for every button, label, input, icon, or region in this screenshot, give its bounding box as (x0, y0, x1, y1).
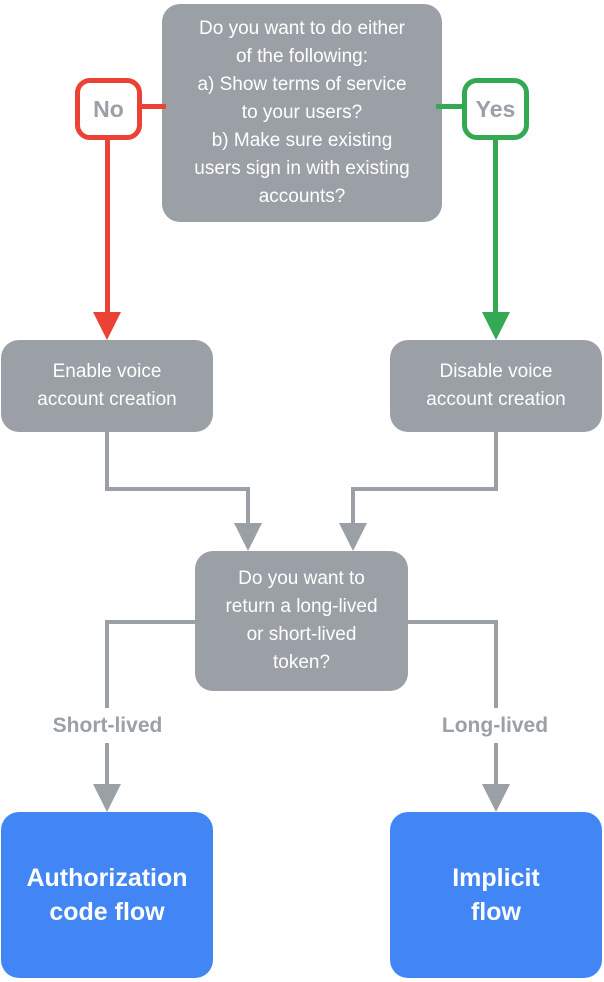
short-lived-vertical-line (105, 620, 109, 784)
question-node-terms-of-service: Do you want to do either of the followin… (162, 4, 442, 222)
yes-badge: Yes (462, 78, 529, 140)
disable-out-vertical-line (494, 432, 498, 491)
yes-branch-vertical-line (493, 140, 498, 314)
yes-branch-horizontal-line (436, 104, 464, 109)
disable-out-horizontal-line (351, 487, 498, 491)
disable-into-question-arrow-down-icon (339, 523, 367, 551)
enable-into-question-arrow-down-icon (234, 523, 262, 551)
long-lived-arrow-down-icon (482, 784, 510, 812)
disable-voice-account-creation-node: Disable voice account creation (390, 340, 602, 432)
authorization-code-flow-node: Authorization code flow (1, 812, 213, 978)
short-lived-horizontal-line (105, 620, 196, 624)
enable-voice-account-creation-node: Enable voice account creation (1, 340, 213, 432)
long-lived-vertical-line (494, 620, 498, 784)
short-lived-edge-label: Short-lived (23, 708, 192, 743)
long-lived-edge-label: Long-lived (410, 708, 580, 743)
long-lived-horizontal-line (407, 620, 498, 624)
yes-branch-arrow-down-icon (482, 312, 510, 340)
enable-into-question-vertical-line (246, 487, 250, 525)
implicit-flow-node: Implicit flow (390, 812, 602, 978)
question-node-token-lifetime: Do you want to return a long-lived or sh… (195, 551, 408, 691)
no-branch-arrow-down-icon (93, 312, 121, 340)
short-lived-arrow-down-icon (93, 784, 121, 812)
no-branch-horizontal-line (138, 104, 166, 109)
enable-out-horizontal-line (105, 487, 250, 491)
no-badge: No (75, 78, 142, 140)
disable-into-question-vertical-line (351, 487, 355, 525)
no-branch-vertical-line (105, 140, 110, 314)
enable-out-vertical-line (105, 432, 109, 491)
